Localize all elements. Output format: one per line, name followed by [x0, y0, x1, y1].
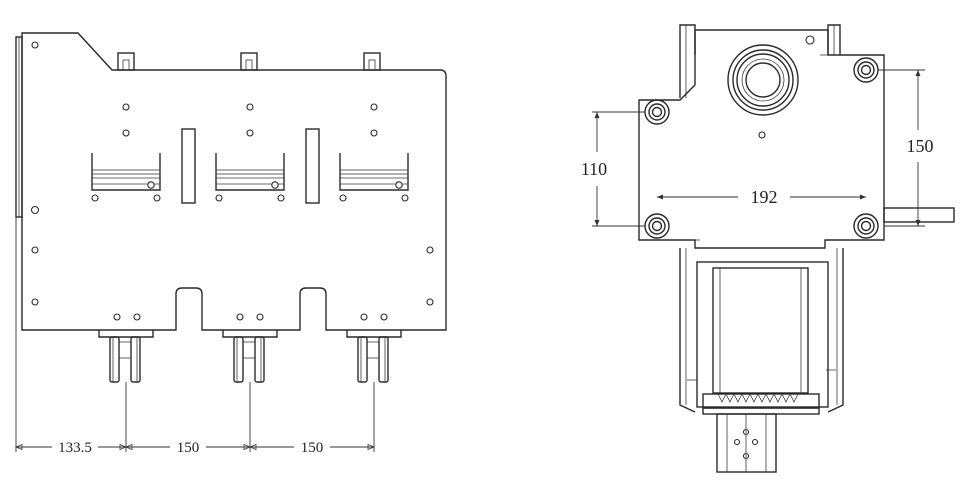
cable-clamp	[339, 153, 409, 191]
top-tabs	[117, 52, 381, 71]
shaft-boss	[727, 44, 799, 116]
base-plate	[21, 32, 447, 331]
terminal-pins	[98, 330, 402, 383]
slot	[305, 128, 320, 204]
cable-clamp	[91, 153, 161, 191]
mount-boss	[644, 99, 670, 125]
mount-boss	[853, 57, 879, 83]
front-view: 133.5 150 150	[14, 32, 447, 456]
plate-holes	[30, 41, 434, 321]
side-dimensions	[592, 69, 925, 227]
output-coupling	[716, 413, 777, 473]
mount-boss	[853, 213, 879, 239]
housing-plate	[638, 29, 885, 249]
slot	[181, 128, 196, 204]
dim-label-192: 192	[751, 187, 778, 207]
dim-label-150: 150	[907, 136, 934, 156]
dim-label-offset: 133.5	[58, 440, 92, 456]
front-dimensions	[14, 217, 376, 452]
mount-boss	[644, 213, 670, 239]
side-view: 110 192 150	[581, 24, 955, 473]
lower-frame	[679, 248, 844, 413]
dim-label-spacing-1: 150	[177, 440, 200, 456]
side-shaft	[883, 207, 955, 223]
cable-clamp	[215, 153, 285, 191]
gear-rack	[702, 393, 820, 415]
dim-label-110: 110	[581, 159, 607, 179]
dim-label-spacing-2: 150	[301, 440, 324, 456]
